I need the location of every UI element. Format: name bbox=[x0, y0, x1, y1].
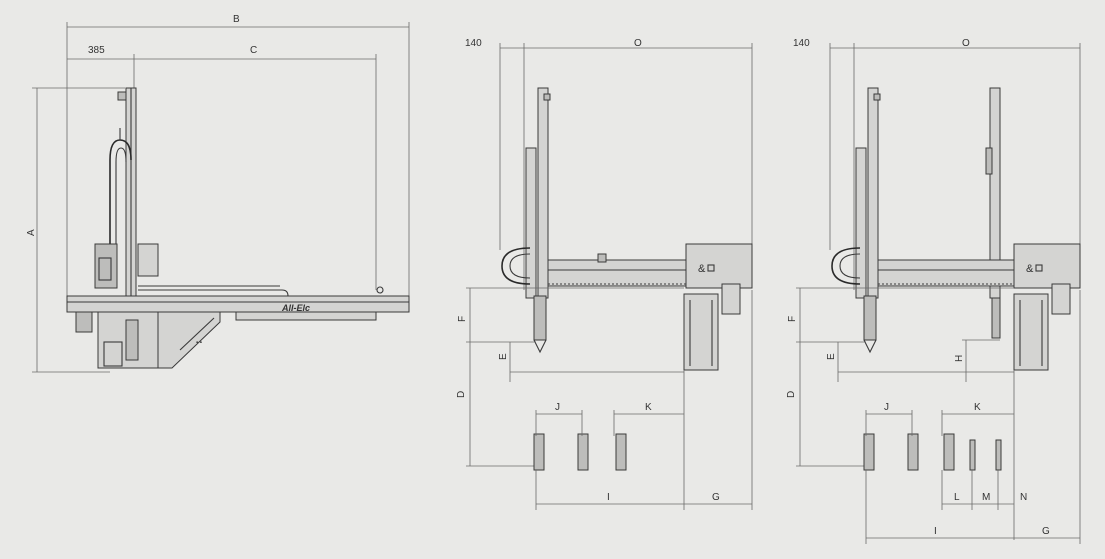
dim-label-a: A bbox=[26, 229, 37, 236]
dim-label-k: K bbox=[645, 402, 652, 413]
dim-label-k-2: K bbox=[974, 402, 981, 413]
svg-text:&: & bbox=[698, 263, 706, 275]
dim-label-140: 140 bbox=[465, 38, 482, 49]
front-view-single: 140 O & F E D bbox=[456, 38, 753, 510]
dim-label-m: M bbox=[982, 492, 990, 503]
dim-label-h: H bbox=[954, 355, 965, 362]
dim-label-d: D bbox=[456, 391, 467, 398]
dim-label-o-2: O bbox=[962, 38, 970, 49]
beam-model-text: All-Elc bbox=[281, 303, 310, 313]
dim-label-i-2: I bbox=[934, 526, 937, 537]
dim-label-i: I bbox=[607, 492, 610, 503]
dim-label-f: F bbox=[457, 316, 468, 322]
dim-label-140-2: 140 bbox=[793, 38, 810, 49]
dim-label-g: G bbox=[712, 492, 720, 503]
dim-label-j: J bbox=[555, 402, 560, 413]
dim-label-f-2: F bbox=[787, 316, 798, 322]
dim-label-e-2: E bbox=[826, 353, 837, 360]
dim-label-l: L bbox=[954, 492, 960, 503]
dim-label-j-2: J bbox=[884, 402, 889, 413]
svg-text:&: & bbox=[1026, 263, 1034, 275]
dim-label-e: E bbox=[498, 353, 509, 360]
dim-label-c: C bbox=[250, 45, 257, 56]
dim-label-b: B bbox=[233, 14, 240, 25]
dim-label-385: 385 bbox=[88, 45, 105, 56]
dim-label-g-2: G bbox=[1042, 526, 1050, 537]
svg-text:▪ ▪: ▪ ▪ bbox=[196, 340, 202, 346]
dim-label-o: O bbox=[634, 38, 642, 49]
side-view: B 385 C A All-Elc bbox=[26, 14, 410, 373]
dim-label-d-2: D bbox=[786, 391, 797, 398]
dim-label-n: N bbox=[1020, 492, 1027, 503]
front-view-double: 140 O & F E H bbox=[786, 38, 1081, 544]
